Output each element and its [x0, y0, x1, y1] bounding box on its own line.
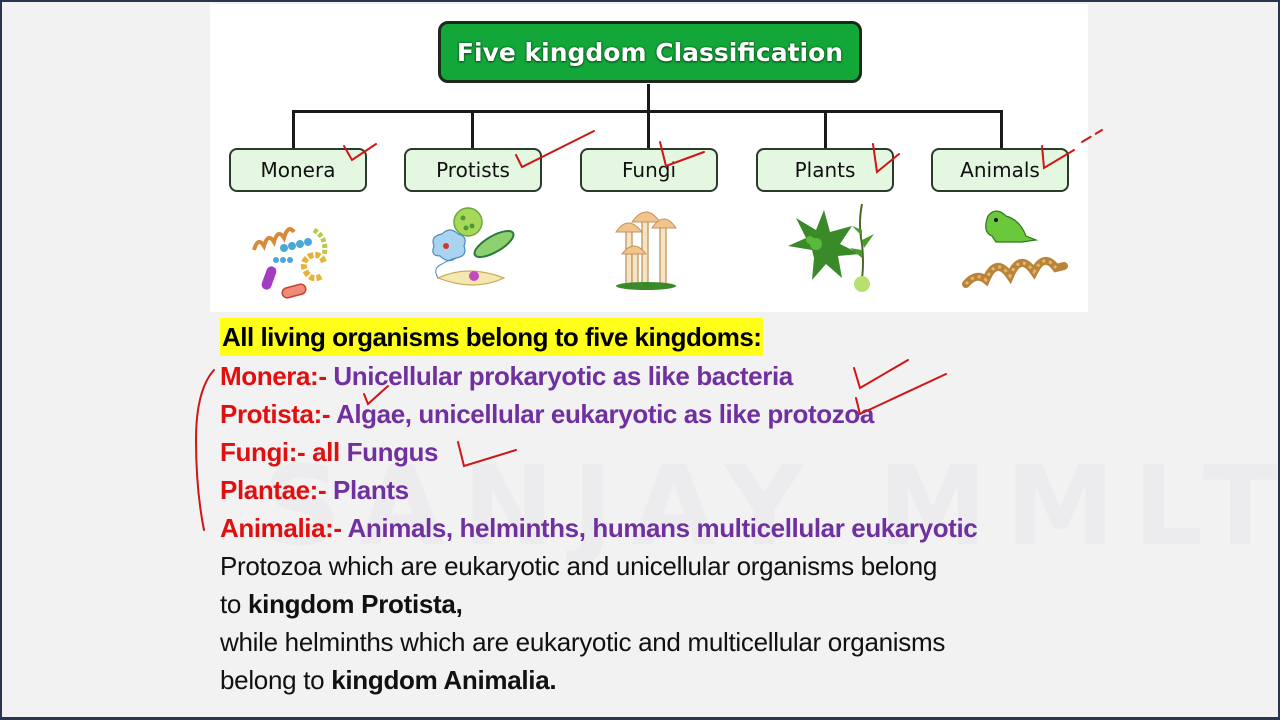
protozoa-icon — [432, 207, 515, 286]
kingdom-row-plantae: Plantae:- Plants — [220, 471, 1100, 509]
paragraph-text: to — [220, 589, 249, 619]
bold-kingdom: kingdom Animalia. — [331, 665, 557, 695]
node-fungi: Fungi — [580, 148, 718, 192]
kingdom-description: Unicellular prokaryotic as like bacteria — [326, 361, 793, 391]
node-monera: Monera — [229, 148, 367, 192]
moss-fern-icon — [788, 203, 874, 292]
paragraph-line: Protozoa which are eukaryotic and unicel… — [220, 551, 938, 581]
kingdom-row-animalia: Animalia:- Animals, helminths, humans mu… — [220, 509, 1100, 547]
node-protists: Protists — [404, 148, 542, 192]
kingdom-description: Plants — [326, 475, 409, 505]
frog-snake-icon — [962, 210, 1068, 288]
headline: All living organisms belong to five king… — [220, 318, 764, 356]
paragraph-text: belong to — [220, 665, 332, 695]
node-animals: Animals — [931, 148, 1069, 192]
node-plants: Plants — [756, 148, 894, 192]
watermark: SANJAY MMLT — [262, 442, 1280, 570]
kingdom-row-fungi: Fungi:- all Fungus — [220, 433, 1100, 471]
connector-fungi — [647, 110, 650, 150]
kingdom-name: Protista:- — [220, 399, 331, 429]
kingdom-name: Fungi:- all — [220, 437, 347, 467]
paragraph-line: belong to kingdom Animalia. — [220, 661, 1100, 699]
kingdom-name: Plantae:- — [220, 475, 327, 505]
kingdom-name: Monera:- — [220, 361, 327, 391]
connector-protists — [471, 110, 474, 150]
bold-kingdom: kingdom Protista, — [248, 589, 463, 619]
kingdom-description: Animals, helminths, humans multicellular… — [341, 513, 978, 543]
connector-monera — [292, 110, 295, 150]
paragraph-protozoa: Protozoa which are eukaryotic and unicel… — [220, 547, 1100, 623]
kingdom-row-monera: Monera:- Unicellular prokaryotic as like… — [220, 357, 1100, 395]
paragraph-line: to kingdom Protista, — [220, 585, 1100, 623]
connector-animals — [1000, 110, 1003, 150]
paragraph-helminths: while helminths which are eukaryotic and… — [220, 623, 1100, 699]
paragraph-line: while helminths which are eukaryotic and… — [220, 627, 946, 657]
connector-trunk — [647, 84, 650, 112]
kingdom-description: Fungus — [346, 437, 439, 467]
bracket-mark — [194, 369, 215, 531]
kingdom-row-protista: Protista:- Algae, unicellular eukaryotic… — [220, 395, 1100, 433]
mushroom-icon — [615, 211, 677, 290]
connector-plants — [824, 110, 827, 150]
classification-diagram: Five kingdom Classification Monera Proti… — [210, 4, 1088, 312]
kingdom-name: Animalia:- — [220, 513, 342, 543]
slide-text: All living organisms belong to five king… — [220, 318, 1100, 699]
diagram-title: Five kingdom Classification — [438, 21, 862, 83]
bacteria-icon — [252, 227, 328, 299]
kingdom-description: Algae, unicellular eukaryotic as like pr… — [330, 399, 874, 429]
